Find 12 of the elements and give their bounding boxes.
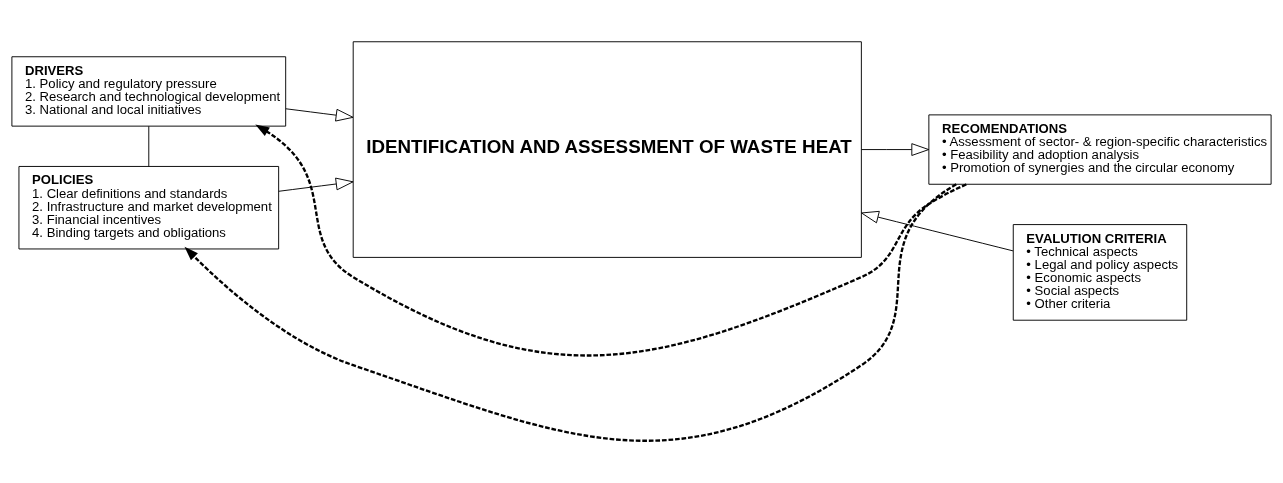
connector bbox=[148, 125, 150, 167]
arrow bbox=[278, 177, 354, 192]
node-box: EVALUTION CRITERIA • Technical aspects • Legal and policy aspects • Economic aspects • Social aspects • Other criteria bbox=[1012, 224, 1188, 321]
arrow bbox=[861, 210, 1014, 252]
node-box: DRIVERS 1. Policy and regulatory pressure 2. Research and technological development 3. National and local initiatives bbox=[11, 56, 287, 127]
arrow bbox=[184, 183, 957, 442]
arrow bbox=[861, 143, 930, 156]
node-box: POLICIES 1. Clear definitions and standards 2. Infrastructure and market development 3. Financial incentives 4. Binding targets and obligations bbox=[18, 166, 280, 250]
arrow bbox=[255, 124, 967, 357]
node-box: IDENTIFICATION AND ASSESSMENT OF WASTE HEAT bbox=[352, 41, 862, 258]
arrow bbox=[285, 108, 354, 122]
node-box: RECOMENDATIONS • Assessment of sector- & region-specific characteristics • Feasibility and adoption analysis • Promotion of synergies and the circular economy bbox=[928, 114, 1272, 185]
